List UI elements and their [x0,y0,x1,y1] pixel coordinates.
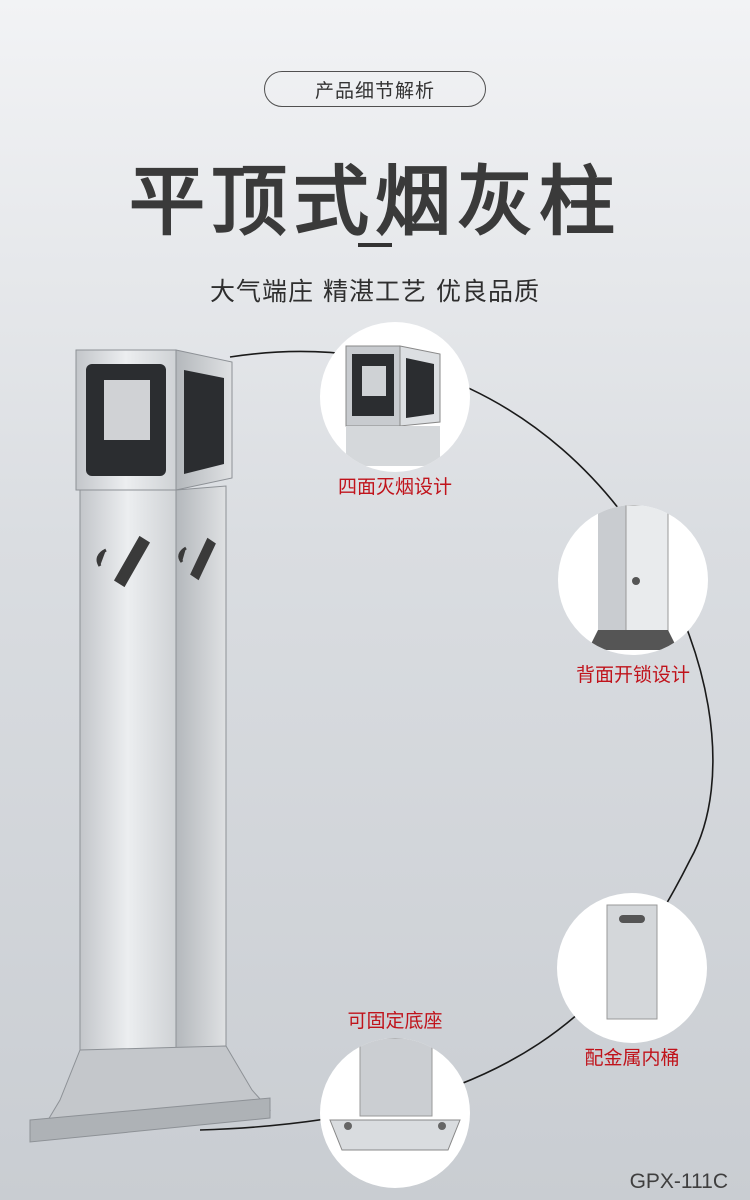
callout-base-label: 可固定底座 [347,1010,443,1032]
callout-inner-bucket [557,893,707,1043]
ashtray-pillar-image [29,349,272,1143]
title-divider [358,243,392,247]
callout-base [320,1038,470,1188]
section-tag: 产品细节解析 [264,71,486,107]
ashtray-top-icon [345,345,441,466]
page-title: 平顶式烟灰柱 [129,157,621,246]
base-icon [329,1038,461,1151]
callout-ashtray-top [320,322,470,472]
page-subtitle: 大气端庄 精湛工艺 优良品质 [210,277,540,306]
model-number: GPX-111C [629,1170,728,1193]
lock-door-icon [588,505,678,650]
callout-lock-door [558,505,708,655]
callout-ashtray-top-label: 四面灭烟设计 [337,476,452,498]
inner-bucket-icon [606,904,658,1020]
callout-inner-bucket-label: 配金属内桶 [584,1047,680,1069]
callout-lock-door-label: 背面开锁设计 [575,664,690,686]
